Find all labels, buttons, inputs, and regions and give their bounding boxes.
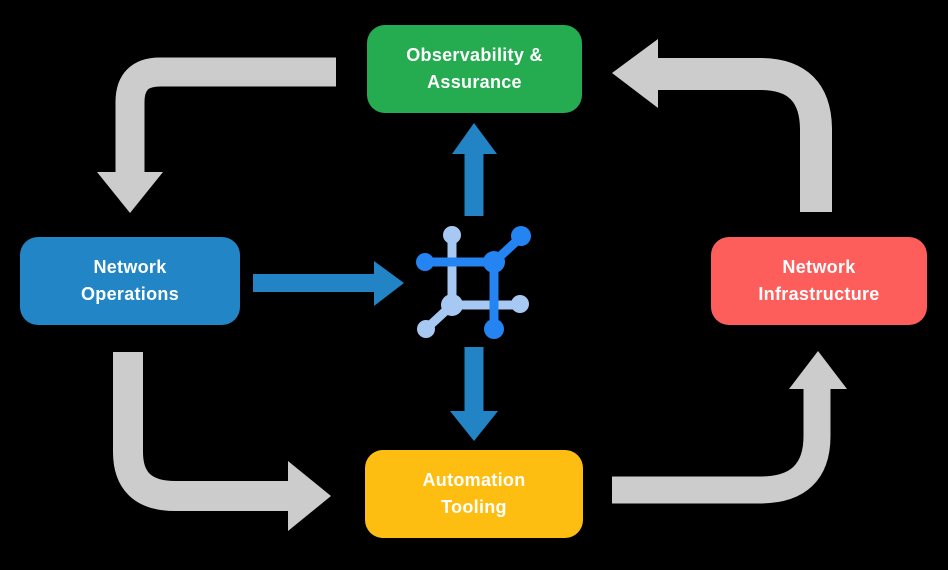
arrow-operations-to-automation	[113, 352, 331, 531]
hub-right-port	[511, 295, 529, 313]
node-network-operations-label: Network Operations	[80, 257, 180, 304]
node-network-infrastructure-label: Network Infrastructure	[758, 257, 880, 304]
hub-top-right-port	[511, 226, 531, 246]
node-automation-tooling: Automation Tooling	[365, 450, 583, 538]
network-hub-icon	[416, 226, 531, 339]
arrow-hub-to-observability	[452, 123, 497, 216]
arrow-infrastructure-to-observability	[612, 39, 832, 212]
arrow-observability-to-operations	[97, 57, 336, 213]
node-automation-tooling-label: Automation Tooling	[422, 470, 526, 517]
arrow-hub-to-automation	[450, 347, 498, 441]
node-observability-assurance-label: Observability & Assurance	[406, 45, 543, 92]
arrow-automation-to-infrastructure	[612, 351, 847, 504]
arrow-operations-to-hub	[253, 261, 404, 306]
hub-top-port	[443, 226, 461, 244]
hub-left-port	[416, 253, 434, 271]
node-observability-assurance: Observability & Assurance	[367, 25, 582, 113]
hub-bottom-port	[484, 319, 504, 339]
hub-bottom-left-port	[417, 320, 435, 338]
node-network-operations: Network Operations	[20, 237, 240, 325]
hub-top-right-node	[483, 251, 505, 273]
hub-bottom-left-node	[441, 294, 463, 316]
node-network-infrastructure: Network Infrastructure	[711, 237, 927, 325]
